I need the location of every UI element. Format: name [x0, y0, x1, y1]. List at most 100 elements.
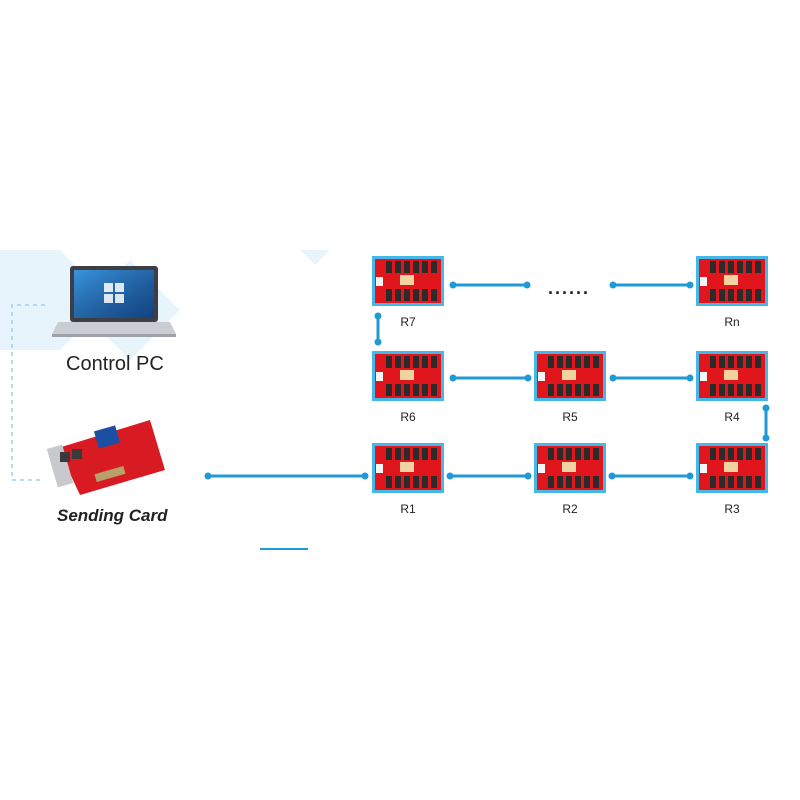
card-connector: [755, 356, 761, 368]
wire-r3-r4-start-dot: [762, 404, 770, 412]
card-connector: [395, 476, 401, 488]
card-connector: [755, 261, 761, 273]
wire-r7-ellipsis-start-dot: [449, 281, 457, 289]
card-connector: [719, 448, 725, 460]
card-connector: [746, 261, 752, 273]
card-connector: [575, 356, 581, 368]
card-connector: [710, 476, 716, 488]
card-port: [700, 277, 707, 286]
card-connector: [575, 448, 581, 460]
card-connector: [710, 384, 716, 396]
card-connector: [584, 476, 590, 488]
card-label-r1: R1: [400, 502, 416, 516]
card-connector: [755, 384, 761, 396]
card-connector: [728, 261, 734, 273]
receiving-card-r7: [372, 256, 444, 306]
card-connector: [566, 476, 572, 488]
card-label-rn: Rn: [724, 315, 740, 329]
card-chip: [562, 370, 576, 380]
wire-r1-r2-end-dot: [524, 472, 532, 480]
card-connector: [557, 384, 563, 396]
card-connector: [719, 384, 725, 396]
control-pc-label: Control PC: [66, 353, 164, 375]
card-port: [376, 277, 383, 286]
background-diamond-right: [300, 250, 330, 265]
card-connector: [404, 384, 410, 396]
card-label-r3: R3: [724, 502, 740, 516]
card-connector: [728, 476, 734, 488]
card-connector: [395, 261, 401, 273]
card-connector: [746, 476, 752, 488]
receiving-card-r3: [696, 443, 768, 493]
card-connector: [548, 356, 554, 368]
card-connector: [395, 384, 401, 396]
card-connector: [431, 356, 437, 368]
card-connector: [584, 448, 590, 460]
card-connector: [737, 261, 743, 273]
wire-r4-r5-start-dot: [524, 374, 532, 382]
card-connector: [422, 289, 428, 301]
card-connector: [593, 384, 599, 396]
card-connector: [431, 448, 437, 460]
card-chip: [400, 462, 414, 472]
card-label-r2: R2: [562, 502, 578, 516]
card-connector: [728, 289, 734, 301]
card-connector: [548, 476, 554, 488]
windows-logo-icon: [104, 283, 124, 303]
laptop-icon: [52, 266, 176, 337]
card-chip: [724, 275, 738, 285]
card-connector: [746, 384, 752, 396]
card-chip: [724, 462, 738, 472]
card-connector: [404, 356, 410, 368]
card-connector: [386, 448, 392, 460]
ellipsis-text: ......: [548, 278, 591, 298]
card-port: [700, 372, 707, 381]
card-connector: [746, 356, 752, 368]
card-connector: [557, 448, 563, 460]
sending-card-icon: [46, 420, 165, 495]
card-port: [376, 372, 383, 381]
card-connector: [755, 448, 761, 460]
card-connector: [575, 476, 581, 488]
card-connector: [413, 448, 419, 460]
card-connector: [566, 356, 572, 368]
card-connector: [584, 384, 590, 396]
accent-underline: [260, 548, 308, 550]
card-connector: [404, 476, 410, 488]
card-connector: [422, 476, 428, 488]
card-connector: [386, 289, 392, 301]
card-connector: [710, 289, 716, 301]
sending-card-label: Sending Card: [57, 506, 168, 525]
card-connector: [431, 476, 437, 488]
card-connector: [413, 476, 419, 488]
receiving-card-r4: [696, 351, 768, 401]
card-connector: [755, 289, 761, 301]
card-connector: [413, 261, 419, 273]
card-label-r7: R7: [400, 315, 416, 329]
card-connector: [404, 448, 410, 460]
card-connector: [728, 356, 734, 368]
card-connector: [566, 384, 572, 396]
card-connector: [413, 384, 419, 396]
card-connector: [710, 448, 716, 460]
receiving-card-r6: [372, 351, 444, 401]
card-port: [376, 464, 383, 473]
card-connector: [386, 384, 392, 396]
dashed-guide-line: [11, 304, 45, 481]
card-connector: [737, 448, 743, 460]
card-connector: [395, 448, 401, 460]
card-connector: [431, 261, 437, 273]
card-port: [538, 372, 545, 381]
card-connector: [728, 384, 734, 396]
card-connector: [422, 356, 428, 368]
card-chip: [562, 462, 576, 472]
card-connector: [548, 384, 554, 396]
wire-ellipsis-rn-end-dot: [686, 281, 694, 289]
wire-ellipsis-rn-start-dot: [609, 281, 617, 289]
card-connector: [584, 356, 590, 368]
card-connector: [386, 476, 392, 488]
receiving-card-rn: [696, 256, 768, 306]
receiving-cards: [372, 256, 768, 493]
card-connector: [719, 289, 725, 301]
